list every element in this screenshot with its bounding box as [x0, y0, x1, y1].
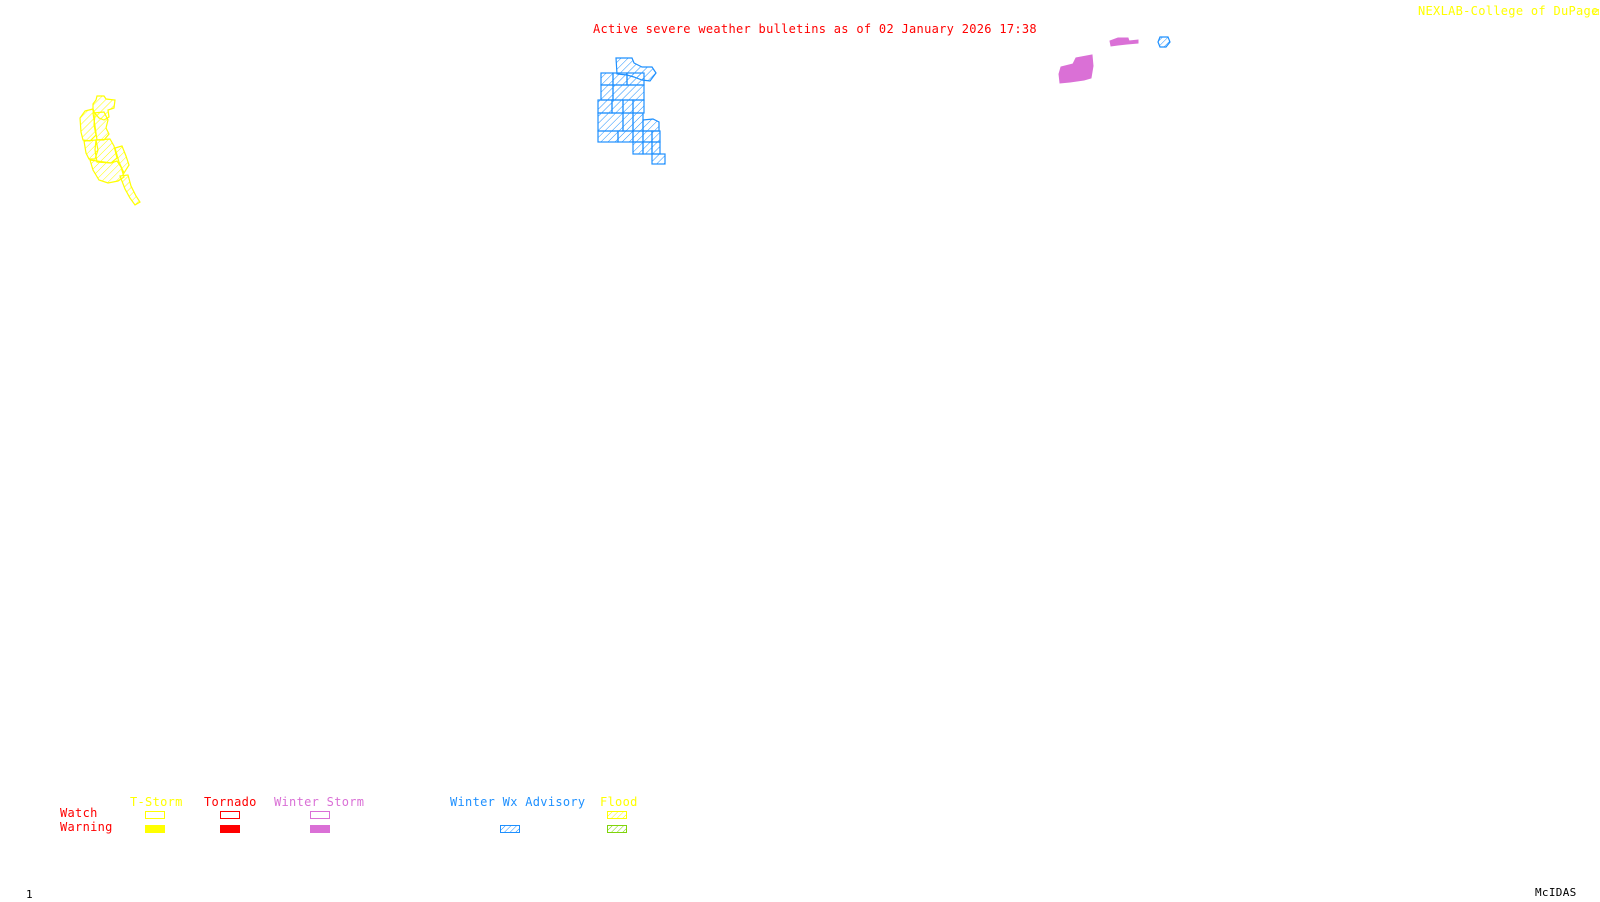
legend-winter-storm-warning-swatch — [310, 825, 330, 833]
legend-winter-advisory-label: Winter Wx Advisory — [450, 795, 586, 809]
legend-tstorm-warning-swatch — [145, 825, 165, 833]
legend-tstorm-watch-swatch — [145, 811, 165, 819]
winter-advisory-region-midwest — [597, 57, 666, 165]
legend-row-watch: Watch — [60, 806, 98, 820]
legend-row-warning: Warning — [60, 820, 113, 834]
legend-flood-warning-swatch — [607, 825, 627, 833]
software-label: McIDAS — [1535, 886, 1577, 899]
legend-flood-watch-swatch — [607, 811, 627, 819]
logo-icon: ⧄ — [1592, 4, 1600, 18]
flood-watch-region-west — [79, 95, 141, 206]
frame-number: 1 — [26, 888, 33, 901]
credit-label: NEXLAB-College of DuPage — [1418, 4, 1599, 18]
legend-winter-advisory-warning-swatch — [500, 825, 520, 833]
map-title: Active severe weather bulletins as of 02… — [593, 22, 1037, 36]
winter-advisory-region-northeast — [1157, 36, 1171, 48]
legend-winter-storm-label: Winter Storm — [274, 795, 365, 809]
legend-flood-label: Flood — [600, 795, 638, 809]
legend-tornado-watch-swatch — [220, 811, 240, 819]
legend-tornado-label: Tornado — [204, 795, 257, 809]
winter-storm-warning-region-northeast — [1058, 37, 1139, 84]
legend-winter-storm-watch-swatch — [310, 811, 330, 819]
legend-tstorm-label: T-Storm — [130, 795, 183, 809]
legend-tornado-warning-swatch — [220, 825, 240, 833]
